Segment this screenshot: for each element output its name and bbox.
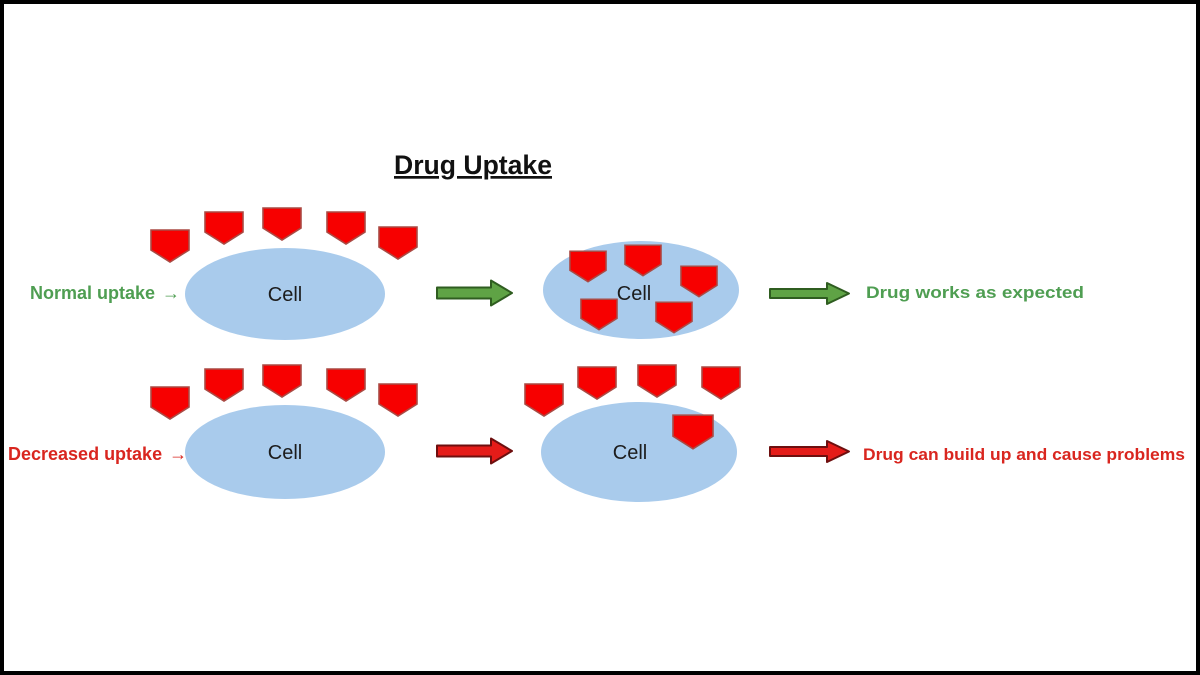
cell-normal-after: Cell (543, 241, 739, 339)
row-label-text: Decreased uptake (8, 444, 162, 464)
drug-icon (326, 211, 366, 245)
drug-icon (637, 364, 677, 398)
drug-icon (150, 229, 190, 263)
drug-icon (577, 366, 617, 400)
drug-icon (524, 383, 564, 417)
outcome-text-normal: Drug works as expected (866, 283, 1084, 302)
flow-arrow-green-icon (436, 279, 513, 307)
drug-icon (326, 368, 366, 402)
drug-uptake-diagram: Drug Uptake Normal uptake → Cell Cell Dru… (8, 150, 1185, 502)
cell-label: Cell (613, 442, 647, 464)
flow-arrow-red-icon (436, 437, 513, 465)
drug-icon (378, 226, 418, 260)
drug-icon (150, 386, 190, 420)
cell-ellipse (185, 405, 385, 499)
drug-icon (378, 383, 418, 417)
outcome-arrow-green-icon (769, 282, 850, 305)
drug-icon (204, 211, 244, 245)
right-arrow-glyph: → (162, 283, 180, 303)
page-title: Drug Uptake (394, 150, 552, 180)
cell-label: Cell (617, 283, 651, 305)
drug-icon (204, 368, 244, 402)
right-arrow-glyph: → (169, 444, 187, 464)
row-label-text: Normal uptake (30, 283, 155, 303)
cell-normal-before: Cell (150, 207, 418, 340)
drug-icon (701, 366, 741, 400)
cell-label: Cell (268, 442, 302, 464)
row-label-decreased-uptake: Decreased uptake → (8, 444, 187, 464)
cell-decreased-before: Cell (150, 364, 418, 499)
cell-ellipse (185, 248, 385, 340)
outcome-text-decreased: Drug can build up and cause problems (863, 445, 1185, 464)
row-label-normal-uptake: Normal uptake → (30, 283, 180, 303)
drug-icon (262, 364, 302, 398)
drug-icon (262, 207, 302, 241)
outcome-arrow-red-icon (769, 440, 850, 463)
cell-label: Cell (268, 284, 302, 306)
cell-decreased-after: Cell (524, 364, 741, 502)
